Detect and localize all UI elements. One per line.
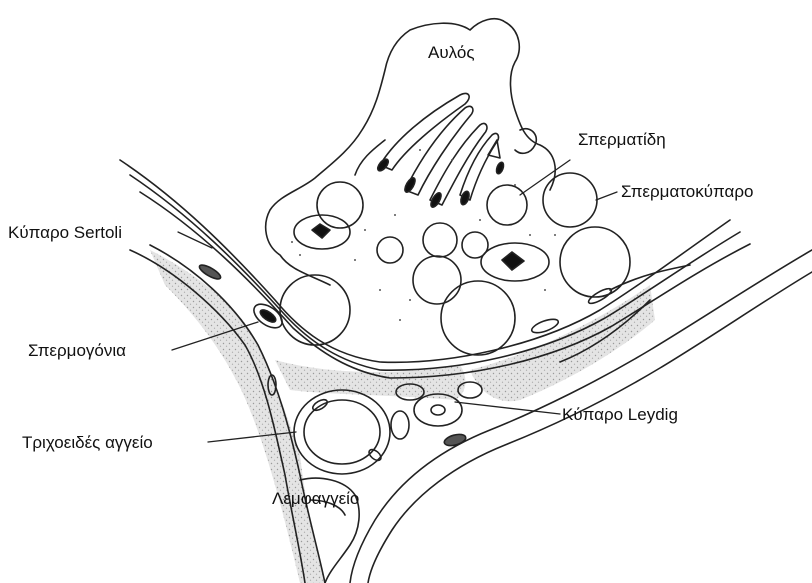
round-cell xyxy=(377,237,403,263)
sertoli-nucleolus xyxy=(502,252,524,270)
interstitial-tissue-left xyxy=(150,250,325,583)
round-cell xyxy=(441,281,515,355)
leydig-cell xyxy=(391,411,409,439)
label-leydig-cell: Κύπαρο Leydig xyxy=(562,406,678,423)
label-spermatid: Σπερματίδη xyxy=(578,131,666,148)
label-lymphatic: Λεμφαγγείο xyxy=(272,490,359,507)
round-cell xyxy=(543,173,597,227)
label-spermatogonia: Σπερμογόνια xyxy=(28,342,126,359)
round-cell xyxy=(413,256,461,304)
label-sertoli-cell: Κύπαρο Sertoli xyxy=(8,224,122,241)
leader-line-sertoli xyxy=(178,232,212,248)
label-capillary: Τριχοειδές αγγείο xyxy=(22,434,153,451)
spermatid-tail-1 xyxy=(380,93,469,170)
leydig-cell xyxy=(414,394,462,426)
capillary-endothelium xyxy=(367,447,383,462)
capillary-outer xyxy=(294,390,390,474)
spindle-cell xyxy=(443,432,467,447)
spermatid-head-1 xyxy=(376,157,390,172)
round-cell xyxy=(487,185,527,225)
tubule-wall-right-2 xyxy=(368,272,812,583)
label-lumen: Αυλός xyxy=(428,44,475,61)
label-spermatocyte: Σπερματοκύπαρο xyxy=(621,183,753,200)
round-cell xyxy=(280,275,350,345)
leader-line-spermatocyte xyxy=(596,192,617,200)
leydig-nucleus xyxy=(431,405,445,415)
spermatid-head-2 xyxy=(403,176,417,193)
spermatid-head-5 xyxy=(495,161,505,174)
interstitial-tissue-right xyxy=(470,285,655,401)
sertoli-nucleolus xyxy=(312,224,330,238)
round-cell xyxy=(560,227,630,297)
lumen-outline xyxy=(266,19,556,285)
leader-line-leydig xyxy=(455,402,560,414)
spindle-cell xyxy=(530,317,560,336)
round-cell xyxy=(423,223,457,257)
round-cell xyxy=(317,182,363,228)
spermatid-small xyxy=(488,140,500,158)
